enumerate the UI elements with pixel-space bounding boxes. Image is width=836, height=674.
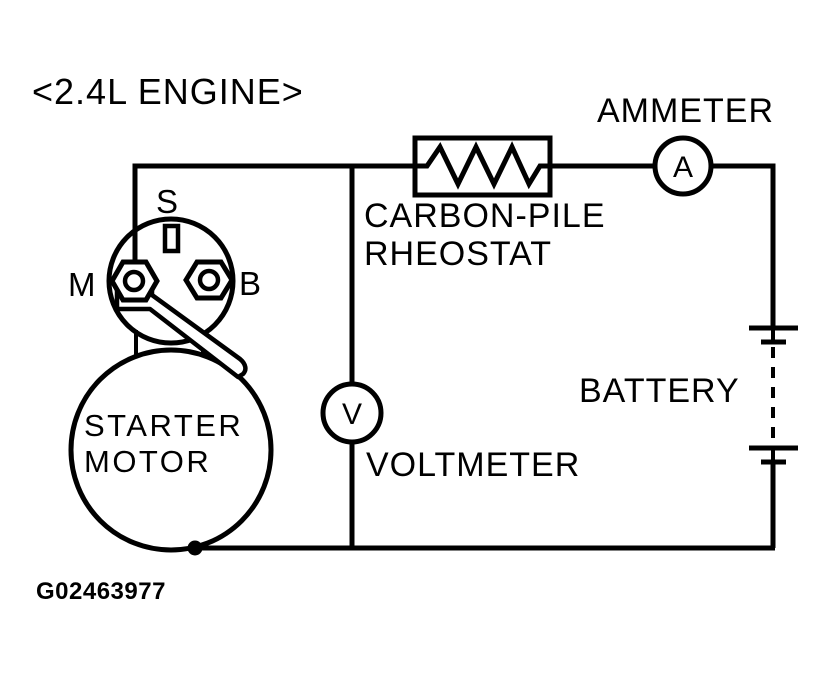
wire-top-right	[550, 163, 776, 330]
starter-motor-label-line1: STARTER	[84, 408, 243, 443]
rheostat-label-line1: CARBON-PILE	[364, 197, 606, 235]
terminal-b-label: B	[239, 265, 261, 302]
ammeter-symbol: A	[673, 151, 693, 184]
page-title: <2.4L ENGINE>	[32, 71, 304, 112]
terminal-s-label: S	[156, 183, 178, 220]
terminal-s-post	[162, 223, 181, 254]
ammeter-label: AMMETER	[597, 92, 774, 130]
battery-icon	[749, 325, 798, 465]
rheostat-zigzag-icon	[415, 141, 550, 190]
starter-motor-body	[68, 347, 274, 553]
terminal-m-hole	[122, 269, 146, 293]
ammeter-icon	[652, 135, 714, 197]
solenoid-lever	[114, 285, 248, 380]
voltmeter-symbol: V	[342, 398, 362, 431]
terminal-b-hole	[197, 268, 221, 292]
voltmeter-label: VOLTMETER	[366, 446, 580, 484]
battery-label: BATTERY	[579, 372, 740, 410]
junction-dot	[187, 540, 203, 556]
rheostat-label-line2: RHEOSTAT	[364, 235, 552, 273]
starter-motor-label-line2: MOTOR	[84, 444, 211, 479]
voltmeter-icon	[320, 381, 384, 445]
figure-code: G02463977	[36, 578, 166, 605]
terminal-m-label: M	[68, 266, 96, 303]
